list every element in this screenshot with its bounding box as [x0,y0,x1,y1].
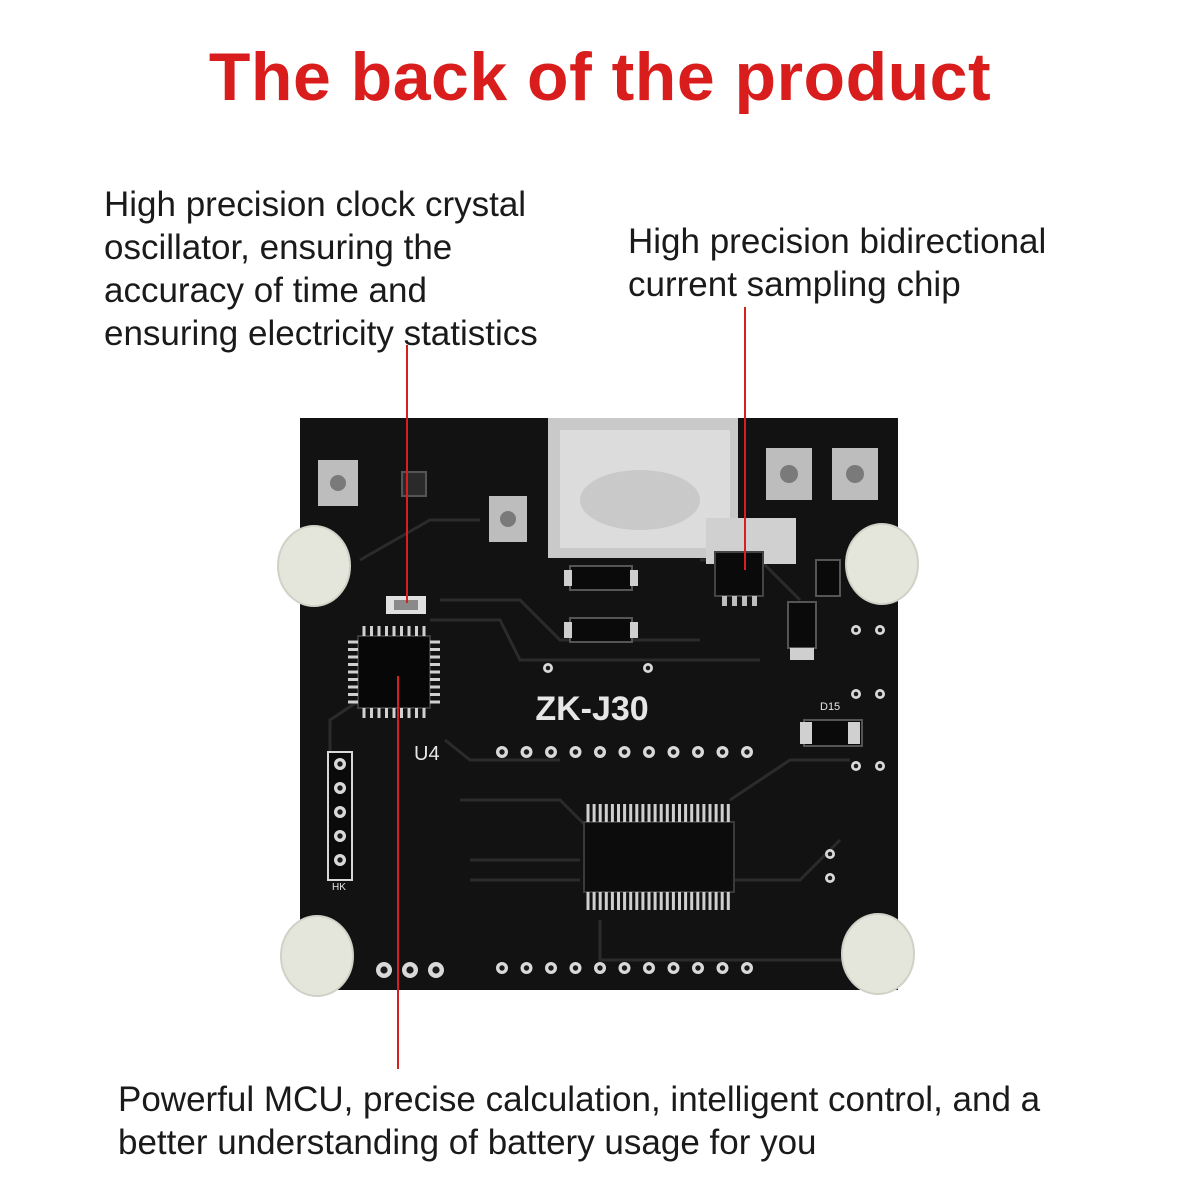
callout-line: accuracy of time and [104,271,427,310]
rubber-feet [277,523,919,997]
leader-line-crystal [406,345,408,603]
callout-line: current sampling chip [628,265,961,304]
diode-silkscreen-label: D15 [820,701,840,713]
solder-pads [318,448,878,542]
mcu-silkscreen-label: U4 [414,743,440,765]
mcu-callout: Powerful MCU, precise calculation, intel… [118,1078,1158,1164]
current-sampling-chip-callout: High precision bidirectional current sam… [628,220,1188,306]
diode-d15 [800,719,863,747]
callout-line: High precision clock crystal [104,185,527,224]
crystal-oscillator-callout: High precision clock crystal oscillator,… [104,183,664,355]
callout-line: ensuring electricity statistics [104,314,538,353]
small-components [569,559,841,649]
board-model-label: ZK-J30 [535,690,648,728]
mcu-chip-u4 [348,626,440,718]
current-sampling-chip [706,518,796,606]
through-holes [334,625,885,978]
callout-line: High precision bidirectional [628,222,1047,261]
callout-line: Powerful MCU, precise calculation, intel… [118,1080,1041,1119]
page-title: The back of the product [208,39,992,115]
display-driver-ic [583,804,735,910]
crystal-oscillator [386,596,426,614]
callout-line: oscillator, ensuring the [104,228,453,267]
leader-line-chip [744,307,746,570]
callout-line: better understanding of battery usage fo… [118,1123,817,1162]
header-silkscreen-label: HK [332,882,346,893]
leader-line-mcu [397,676,399,1069]
